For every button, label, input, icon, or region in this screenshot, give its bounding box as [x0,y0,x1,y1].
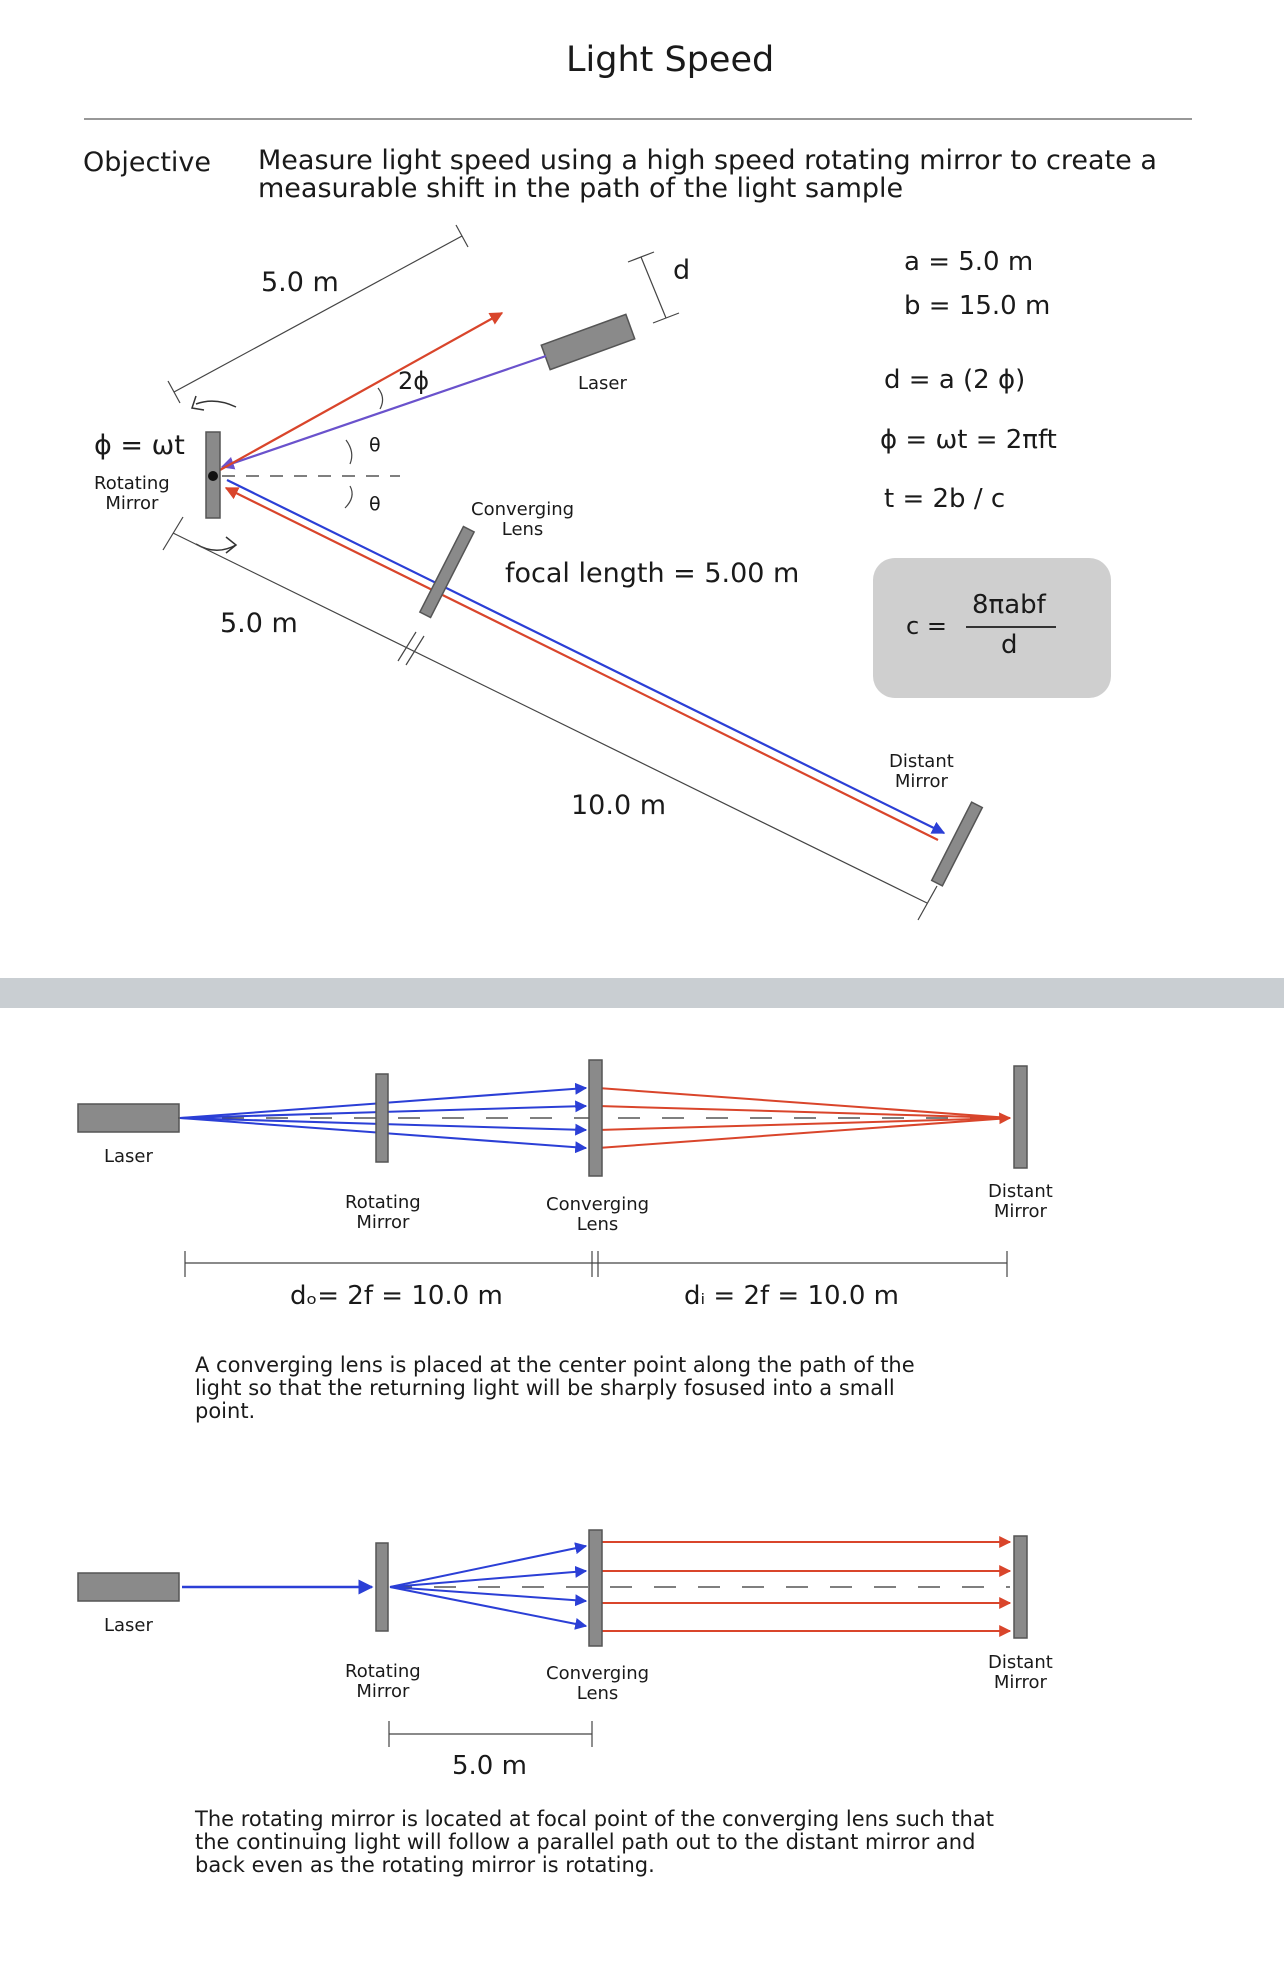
distant-mirror-bot [1013,1535,1028,1639]
rotating-mirror-label-top: Rotating Mirror [94,473,170,514]
eq-b: b = 15.0 m [904,291,1051,321]
bottom-dist-label: 5.0 m [452,1751,527,1781]
laser-body-bot [77,1572,180,1602]
section-divider [0,978,1284,1008]
middle-diagram [77,1059,1028,1277]
laser-label-top: Laser [578,373,627,394]
dim-10m: 10.0 m [571,790,667,821]
do-label: dₒ= 2f = 10.0 m [290,1281,503,1311]
eq-c-numerator: 8πabf [972,590,1046,620]
eq-phi: ϕ = ωt = 2πft [880,425,1057,455]
top-diagram [162,224,984,921]
eq-d: d = a (2 ϕ) [884,365,1026,395]
red-return-beam [224,487,939,841]
dim-upper-5m: 5.0 m [261,267,339,298]
di-label: dᵢ = 2f = 10.0 m [684,1281,899,1311]
distant-mirror-mid [1013,1065,1028,1169]
laser-label-bot: Laser [104,1615,153,1636]
focal-length-label: focal length = 5.00 m [505,558,800,589]
distant-mirror-label-top: Distant Mirror [889,751,954,792]
converging-lens-mid [588,1059,603,1177]
eq-c-fraction-bar [966,626,1056,628]
rotating-mirror-label-mid: Rotating Mirror [345,1192,421,1233]
d-label: d [673,255,691,286]
distant-mirror-label-mid: Distant Mirror [988,1181,1053,1222]
rotating-mirror-label-bot: Rotating Mirror [345,1661,421,1702]
laser-label-mid: Laser [104,1146,153,1167]
converging-lens-bot [588,1529,603,1647]
distant-mirror-label-bot: Distant Mirror [988,1652,1053,1693]
theta-lower: θ [369,493,381,515]
converging-lens-label-top: Converging Lens [471,499,575,540]
purple-beam [220,354,547,470]
angle-2phi: 2ϕ [398,367,430,395]
bottom-diagram [77,1529,1028,1747]
phi-omega-t: ϕ = ωt [94,430,185,461]
eq-a: a = 5.0 m [904,247,1034,277]
laser-body [540,313,636,371]
theta-upper: θ [369,434,381,456]
distant-mirror-top [930,801,984,887]
middle-caption: A converging lens is placed at the cente… [195,1353,915,1423]
eq-c-denominator: d [1001,630,1018,660]
objective-text: Measure light speed using a high speed r… [258,145,1157,204]
converging-lens-label-mid: Converging Lens [546,1194,650,1235]
blue-outgoing-beam [226,479,946,834]
formula-box [873,558,1111,698]
rotating-mirror-mid [375,1073,389,1163]
eq-c-prefix: c = [906,612,947,640]
red-reflected-beam [219,312,504,471]
laser-body-mid [77,1103,180,1133]
dim-lower-5m: 5.0 m [220,608,298,639]
page-title: Light Speed [566,40,775,80]
bottom-caption: The rotating mirror is located at focal … [195,1807,994,1877]
converging-lens-top [418,525,476,619]
eq-t: t = 2b / c [884,484,1006,514]
objective-label: Objective [83,147,212,178]
rotating-mirror-bot [375,1542,389,1632]
converging-lens-label-bot: Converging Lens [546,1663,650,1704]
